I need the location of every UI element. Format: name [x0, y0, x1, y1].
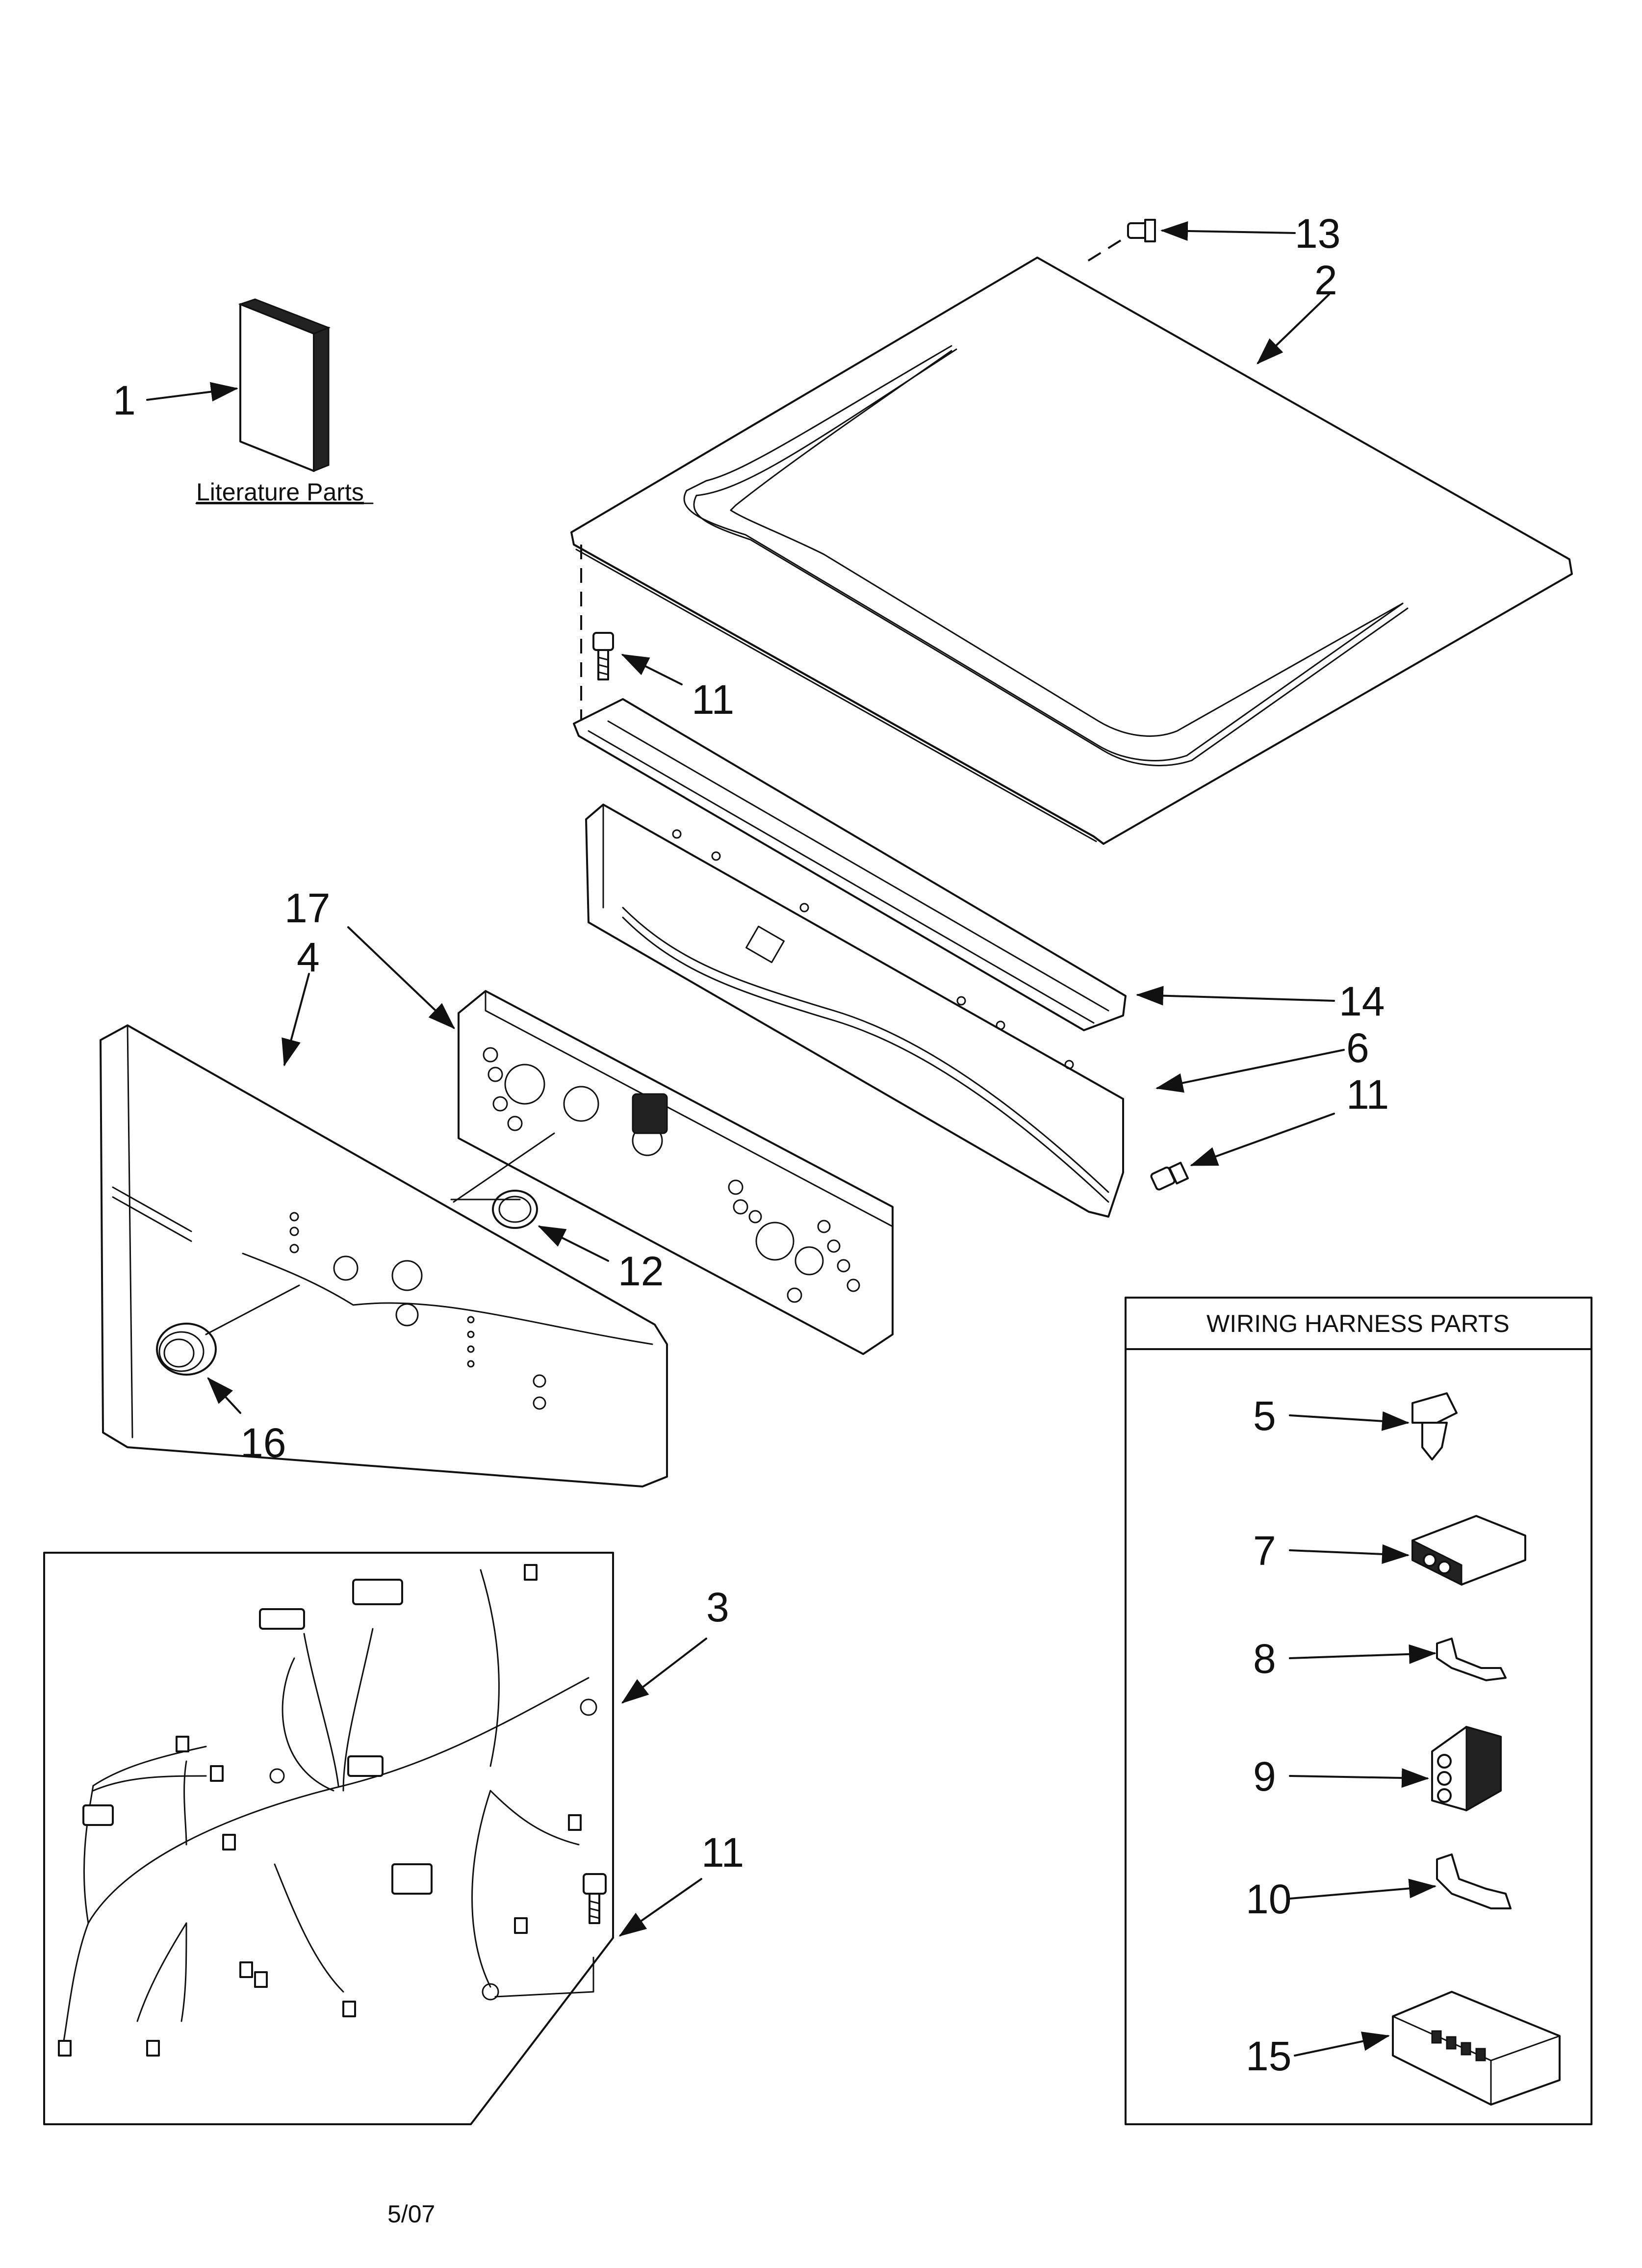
callout-11c: 11	[701, 1829, 744, 1876]
callout-14: 14	[1339, 978, 1385, 1024]
screw-11-upper	[592, 632, 614, 680]
callout-4: 4	[297, 934, 320, 980]
harness-box	[43, 1552, 614, 2125]
wiring-box-title: WIRING HARNESS PARTS	[1206, 1310, 1510, 1337]
callout-15: 15	[1246, 2033, 1291, 2079]
callout-9: 9	[1253, 1753, 1276, 1799]
leader-9	[1289, 1768, 1429, 1788]
leader-11c	[618, 1878, 702, 1937]
leader-4	[282, 973, 310, 1067]
callout-8: 8	[1253, 1636, 1276, 1682]
date-code: 5/07	[387, 2200, 435, 2228]
leader-16	[207, 1377, 241, 1414]
console-back-panel	[585, 804, 1124, 1218]
connector-15	[1392, 1991, 1561, 2106]
terminal-10	[1436, 1853, 1512, 1909]
callout-2: 2	[1314, 257, 1337, 303]
leader-10	[1289, 1878, 1437, 1900]
connector-7	[1411, 1515, 1526, 1586]
knob-12-guide	[453, 1132, 555, 1203]
literature-label: Literature Parts	[196, 478, 364, 506]
leader-12	[538, 1225, 609, 1262]
screw-11-lower	[583, 1873, 607, 1924]
callout-16: 16	[240, 1420, 286, 1466]
leader-3	[621, 1638, 707, 1704]
callout-11b: 11	[1346, 1071, 1389, 1118]
callout-17: 17	[284, 885, 330, 931]
callout-7: 7	[1253, 1528, 1276, 1574]
leader-5	[1289, 1411, 1410, 1431]
leader-14	[1136, 986, 1335, 1006]
screw-13	[1127, 219, 1156, 242]
knob-16	[156, 1323, 217, 1376]
leader-17	[347, 926, 455, 1029]
clip-5	[1411, 1392, 1458, 1460]
knob-12	[492, 1190, 538, 1229]
wiring-harness-parts-box	[1125, 1297, 1592, 2125]
top-panel	[570, 257, 1573, 845]
screw-11-lower-guide	[494, 1956, 594, 1998]
screw-11-middle	[1150, 1162, 1189, 1191]
leader-11a	[621, 654, 683, 685]
callout-1: 1	[113, 377, 136, 423]
callout-3: 3	[706, 1584, 729, 1630]
callout-12: 12	[618, 1248, 664, 1294]
console-panel	[100, 1024, 668, 1487]
leader-11b	[1190, 1113, 1335, 1166]
rail-bracket	[573, 698, 1127, 1031]
callout-11a: 11	[692, 677, 734, 723]
callout-10: 10	[1246, 1876, 1291, 1922]
knob-16-guide	[205, 1284, 300, 1335]
terminal-8	[1436, 1638, 1507, 1681]
leader-13	[1160, 221, 1296, 241]
leader-6	[1155, 1049, 1345, 1093]
screw-13-guide	[1080, 239, 1122, 266]
leader-1	[146, 382, 238, 402]
leader-15	[1294, 2032, 1390, 2057]
leader-7	[1289, 1544, 1410, 1564]
callout-6: 6	[1346, 1025, 1369, 1071]
literature-parts-book	[238, 298, 331, 472]
leader-8	[1289, 1644, 1437, 1664]
callout-5: 5	[1253, 1393, 1276, 1439]
control-board	[458, 990, 894, 1355]
leader-2	[1257, 293, 1330, 365]
callout-13: 13	[1295, 210, 1340, 257]
wire-harness	[58, 1564, 597, 2057]
connector-9	[1431, 1726, 1502, 1812]
